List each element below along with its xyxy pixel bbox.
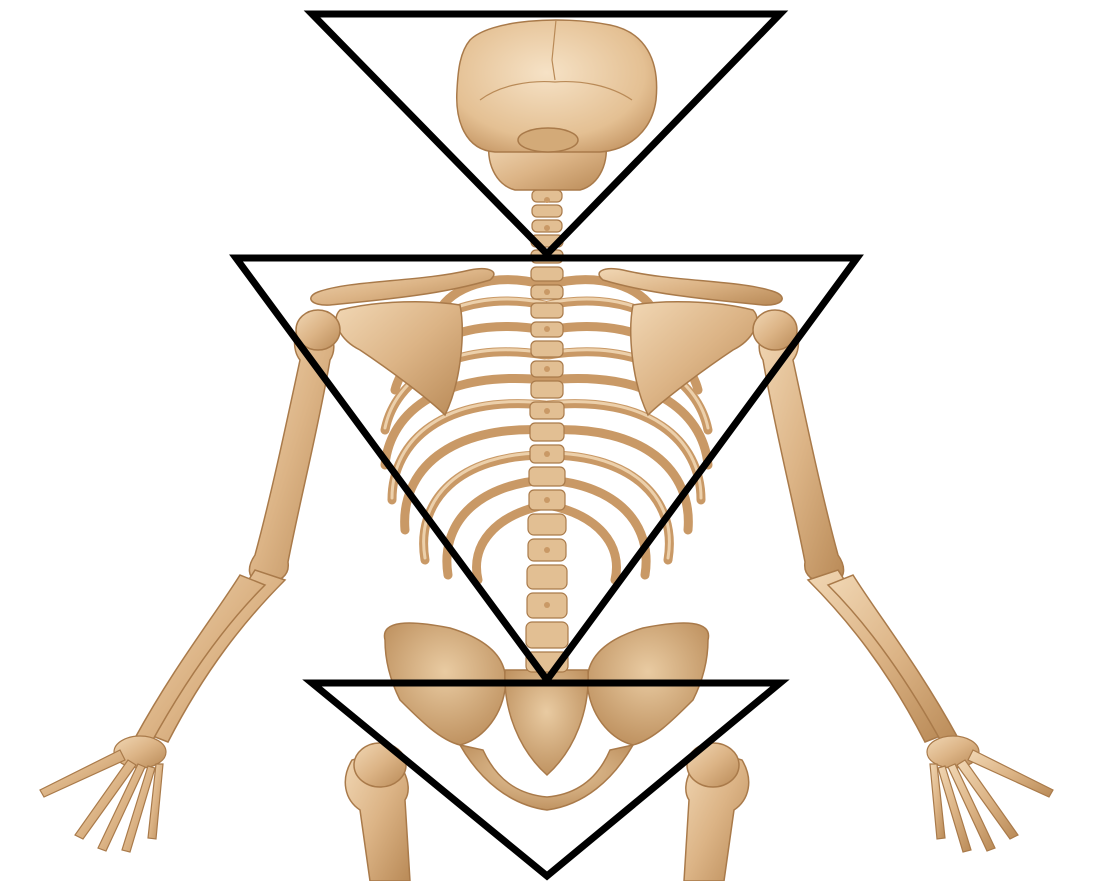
right-clavicle: [599, 269, 782, 305]
right-humerus: [759, 320, 843, 582]
left-forearm-ulna: [135, 575, 265, 745]
right-forearm: [808, 570, 943, 742]
pelvis: [354, 623, 739, 810]
left-hand: [40, 736, 166, 852]
right-hand: [927, 736, 1053, 852]
left-forearm: [150, 570, 285, 742]
left-humerus: [249, 320, 333, 582]
skull: [457, 20, 657, 190]
right-forearm-ulna: [828, 575, 958, 745]
left-clavicle: [311, 269, 494, 305]
foramen-magnum-area: [518, 128, 578, 152]
